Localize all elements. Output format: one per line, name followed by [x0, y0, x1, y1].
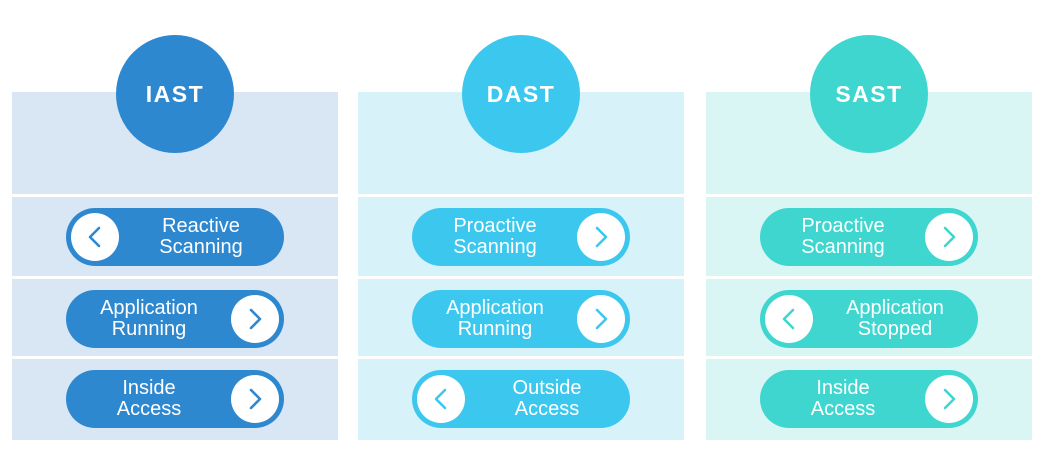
- column-title: IAST: [145, 80, 205, 107]
- feature-pill: Inside Access: [66, 370, 284, 428]
- column-title: SAST: [835, 80, 903, 107]
- column-dast: DAST Proactive Scanning Application Runn…: [358, 0, 684, 450]
- row-divider: [358, 356, 684, 359]
- chevron-left-icon: [417, 375, 465, 423]
- chevron-right-icon: [231, 375, 279, 423]
- feature-pill: Inside Access: [760, 370, 978, 428]
- row-divider: [358, 276, 684, 279]
- chevron-right-icon: [577, 213, 625, 261]
- feature-pill: Proactive Scanning: [412, 208, 630, 266]
- feature-pill: Reactive Scanning: [66, 208, 284, 266]
- chevron-right-icon: [925, 213, 973, 261]
- column-title: DAST: [486, 80, 556, 107]
- row-divider: [706, 194, 1032, 197]
- chevron-left-icon: [765, 295, 813, 343]
- row-divider: [12, 356, 338, 359]
- row-divider: [706, 276, 1032, 279]
- feature-label: Proactive Scanning: [801, 215, 885, 258]
- column-title-circle: SAST: [810, 35, 928, 153]
- chevron-right-icon: [577, 295, 625, 343]
- feature-label: Application Running: [446, 297, 544, 340]
- feature-label: Inside Access: [810, 377, 876, 420]
- chevron-right-icon: [925, 375, 973, 423]
- feature-label: Application Stopped: [846, 297, 944, 340]
- feature-pill: Proactive Scanning: [760, 208, 978, 266]
- feature-pill: Application Running: [412, 290, 630, 348]
- row-divider: [358, 194, 684, 197]
- feature-pill: Application Stopped: [760, 290, 978, 348]
- column-title-circle: DAST: [462, 35, 580, 153]
- row-divider: [12, 194, 338, 197]
- column-title-circle: IAST: [116, 35, 234, 153]
- feature-pill: Application Running: [66, 290, 284, 348]
- chevron-right-icon: [231, 295, 279, 343]
- feature-label: Application Running: [100, 297, 198, 340]
- row-divider: [706, 356, 1032, 359]
- feature-label: Inside Access: [116, 377, 182, 420]
- chevron-left-icon: [71, 213, 119, 261]
- feature-label: Proactive Scanning: [453, 215, 537, 258]
- column-iast: IAST Reactive Scanning Application Runni…: [12, 0, 338, 450]
- feature-label: Outside Access: [512, 377, 582, 420]
- row-divider: [12, 276, 338, 279]
- feature-pill: Outside Access: [412, 370, 630, 428]
- column-sast: SAST Proactive Scanning Application Stop…: [706, 0, 1032, 450]
- feature-label: Reactive Scanning: [159, 215, 243, 258]
